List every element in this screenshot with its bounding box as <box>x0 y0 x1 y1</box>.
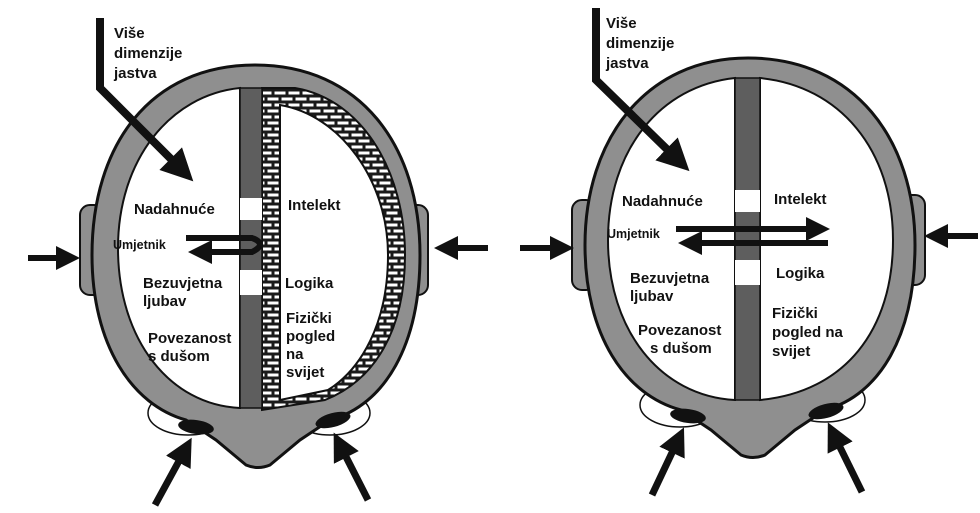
right-eye-arrow <box>834 435 862 492</box>
callosum-window-top <box>735 190 760 212</box>
label-soul-1: Povezanost <box>148 330 231 347</box>
label-physical-1: Fizički <box>286 310 332 327</box>
label-inspiration: Nadahnuće <box>134 201 215 218</box>
title-line-1: Više <box>114 25 145 42</box>
corpus-callosum <box>735 78 760 400</box>
label-intellect: Intelekt <box>288 197 341 214</box>
label-physical-2: pogled <box>286 328 335 345</box>
title-line-3: jastva <box>605 55 649 72</box>
label-soul-1: Povezanost <box>638 322 721 339</box>
label-physical-3: svijet <box>772 343 810 360</box>
label-physical-3: na <box>286 346 304 363</box>
label-logic: Logika <box>776 265 825 282</box>
title-line-2: dimenzije <box>606 35 674 52</box>
callosum-window-top <box>240 198 262 220</box>
label-soul-2: s dušom <box>148 348 210 365</box>
label-logic: Logika <box>285 275 334 292</box>
left-eye-arrow <box>155 450 185 505</box>
label-physical-2: pogled na <box>772 324 843 341</box>
label-physical-4: svijet <box>286 364 324 381</box>
right-eye-arrow <box>340 445 368 500</box>
label-inspiration: Nadahnuće <box>622 193 703 210</box>
label-artist: Umjetnik <box>113 238 166 252</box>
label-love-1: Bezuvjetna <box>630 270 710 287</box>
right-head-diagram: Više dimenzije jastva Nadahnuće Umjetnik… <box>520 8 978 495</box>
title-line-3: jastva <box>113 65 157 82</box>
label-soul-2: s dušom <box>650 340 712 357</box>
label-love-1: Bezuvjetna <box>143 275 223 292</box>
title-line-1: Više <box>606 15 637 32</box>
callosum-window-bottom <box>735 260 760 285</box>
left-eye-arrow <box>652 440 678 495</box>
title-line-2: dimenzije <box>114 45 182 62</box>
label-artist: Umjetnik <box>607 227 660 241</box>
label-love-2: ljubav <box>143 293 187 310</box>
left-head-diagram: Više dimenzije jastva Nadahnuće Umjetnik… <box>28 18 488 505</box>
label-love-2: ljubav <box>630 288 674 305</box>
label-intellect: Intelekt <box>774 191 827 208</box>
label-physical-1: Fizički <box>772 305 818 322</box>
callosum-window-bottom <box>240 270 262 295</box>
